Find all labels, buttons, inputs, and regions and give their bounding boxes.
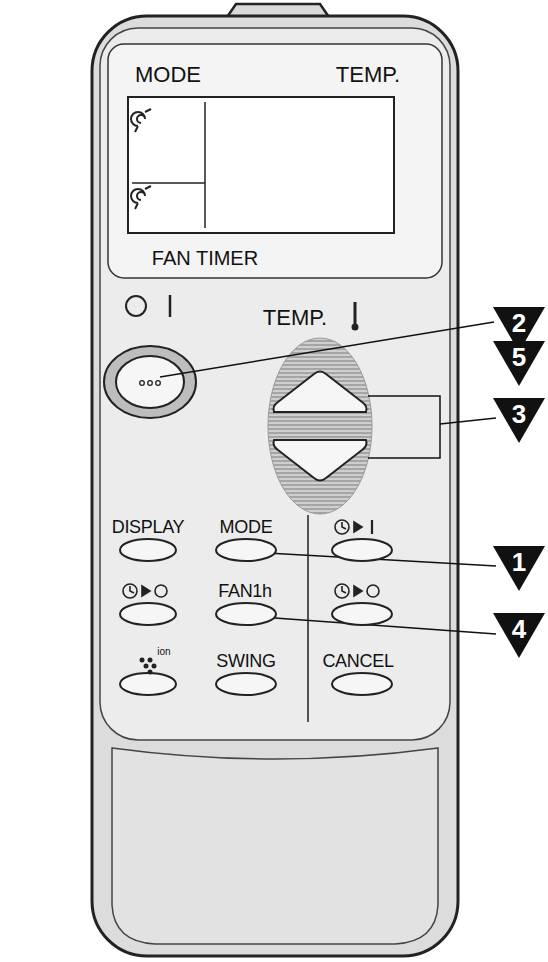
timer-off-icon bbox=[123, 584, 167, 598]
display-frame bbox=[108, 44, 442, 278]
callout-number: 5 bbox=[512, 344, 526, 370]
lcd-divider bbox=[132, 182, 205, 184]
display-label: MODE bbox=[135, 64, 201, 86]
button-label: DISPLAY bbox=[112, 518, 185, 536]
callout-number: 1 bbox=[512, 549, 526, 575]
push-button bbox=[120, 539, 392, 695]
button-label: SWING bbox=[216, 652, 276, 670]
timer-off-icon bbox=[335, 584, 379, 598]
callout-number: 3 bbox=[512, 401, 526, 427]
callout-number: 2 bbox=[512, 310, 526, 336]
display-label: FAN TIMER bbox=[152, 248, 258, 268]
fan-icon bbox=[131, 109, 151, 209]
off-symbol bbox=[126, 296, 146, 316]
on-symbol bbox=[169, 295, 172, 317]
callout-triangle bbox=[493, 307, 545, 658]
power-button-ring bbox=[104, 346, 196, 418]
display-label: TEMP. bbox=[336, 64, 400, 86]
power-button bbox=[116, 356, 184, 408]
leader-line bbox=[160, 322, 496, 634]
button-label: MODE bbox=[220, 518, 273, 536]
panel-divider bbox=[307, 515, 309, 722]
callout-number: 4 bbox=[512, 616, 526, 642]
battery-cover bbox=[112, 748, 438, 944]
ion-icon bbox=[140, 658, 157, 675]
button-label: CANCEL bbox=[322, 652, 393, 670]
timer-on-icon bbox=[335, 520, 372, 534]
lcd-divider bbox=[204, 102, 206, 228]
button-dots bbox=[140, 381, 161, 386]
lcd-window bbox=[128, 97, 394, 233]
front-panel bbox=[100, 28, 450, 740]
button-label: TEMP. bbox=[263, 307, 327, 329]
button-label: FAN1h bbox=[218, 582, 272, 600]
thermometer-symbol bbox=[352, 302, 359, 331]
icon-label: ion bbox=[157, 647, 170, 657]
temp-up-button bbox=[274, 372, 367, 413]
remote-body bbox=[92, 16, 458, 956]
temp-down-button bbox=[274, 440, 367, 481]
temp-pad bbox=[268, 338, 372, 514]
